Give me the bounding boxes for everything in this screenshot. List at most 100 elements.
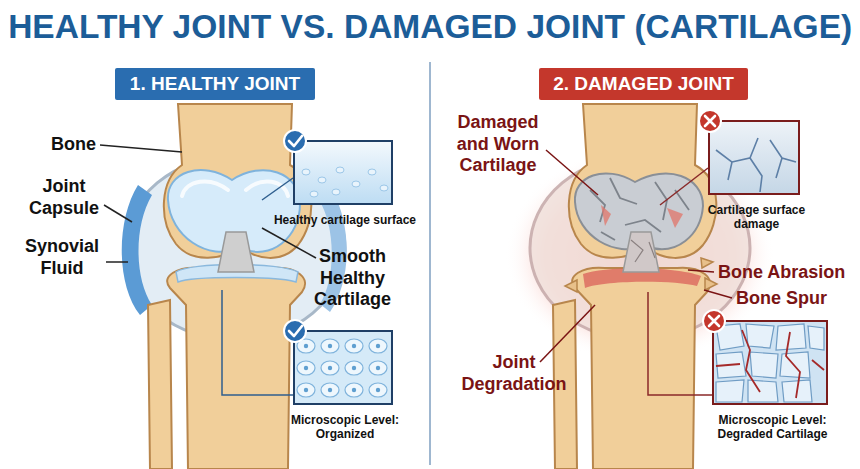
illustration-path xyxy=(705,116,715,126)
illustration-path xyxy=(716,324,744,350)
illustration-circle xyxy=(284,130,306,152)
inset-caption: Microscopic Level: Organized xyxy=(280,413,410,442)
illustration-circle xyxy=(376,388,380,392)
illustration-circle xyxy=(376,344,380,348)
illustration-path xyxy=(716,330,824,398)
illustration-path xyxy=(776,324,806,350)
illustration-ellipse xyxy=(345,361,363,375)
illustration-path xyxy=(289,136,302,146)
illustration-ellipse xyxy=(332,189,340,195)
illustration-rect xyxy=(712,320,828,405)
illustration-ellipse xyxy=(336,167,344,173)
illustration-ellipse xyxy=(345,339,363,353)
part-label: Bone xyxy=(36,134,96,156)
part-label: Joint Capsule xyxy=(20,176,108,219)
illustration-ellipse xyxy=(297,361,315,375)
inset-box: Microscopic Level: Degraded Cartilage xyxy=(712,320,828,405)
part-label: Damaged and Worn Cartilage xyxy=(446,112,550,177)
damaged-leaders xyxy=(540,150,732,362)
illustration-path xyxy=(565,280,577,292)
illustration-circle xyxy=(328,388,332,392)
illustration-g xyxy=(284,110,725,342)
illustration-ellipse xyxy=(302,169,310,175)
illustration-path xyxy=(246,181,288,196)
illustration-line xyxy=(429,62,431,465)
illustration-path xyxy=(623,232,659,272)
illustration-path xyxy=(601,205,611,226)
illustration-line xyxy=(100,145,182,152)
illustration-ellipse xyxy=(310,191,318,197)
illustration-path xyxy=(218,232,254,272)
illustration-ellipse xyxy=(352,181,360,187)
inset-caption: Microscopic Level: Degraded Cartilage xyxy=(705,413,840,442)
illustration-ellipse xyxy=(369,339,387,353)
illustration-path xyxy=(716,380,744,402)
illustration-circle xyxy=(352,366,356,370)
illustration-circle xyxy=(284,320,306,342)
illustration-ellipse xyxy=(321,339,339,353)
diagram-title: HEALTHY JOINT VS. DAMAGED JOINT (CARTILA… xyxy=(8,6,852,46)
illustration-ellipse xyxy=(318,177,326,183)
illustration-line xyxy=(660,168,708,205)
panel-header-text: 1. HEALTHY JOINT xyxy=(130,68,300,100)
illustration-path xyxy=(590,178,689,240)
inset-caption: Healthy cartilage surface xyxy=(270,213,420,227)
illustration-rect xyxy=(293,140,393,205)
illustration-ellipse xyxy=(369,361,387,375)
illustration-path xyxy=(748,380,778,402)
illustration-line xyxy=(540,305,595,362)
illustration-circle xyxy=(304,344,308,348)
illustration-ellipse xyxy=(321,361,339,375)
illustration-path xyxy=(746,324,774,348)
panel-header: 2. DAMAGED JOINT xyxy=(539,68,748,100)
illustration-path xyxy=(701,258,713,268)
illustration-path xyxy=(572,268,710,469)
illustration-line xyxy=(546,150,598,195)
illustration-path xyxy=(631,240,655,262)
illustration-polyline xyxy=(648,292,712,395)
illustration-circle xyxy=(304,388,308,392)
illustration-g xyxy=(297,339,387,397)
illustration-g xyxy=(716,324,824,402)
illustration-circle xyxy=(699,110,721,132)
illustration-g xyxy=(304,344,380,392)
illustration-path xyxy=(182,181,228,196)
illustration-line xyxy=(104,205,132,222)
illustration-path xyxy=(808,326,824,350)
healthy-leaders xyxy=(100,145,316,262)
illustration-circle xyxy=(328,366,332,370)
illustration-circle xyxy=(352,344,356,348)
illustration-path xyxy=(709,316,719,326)
illustration-ellipse xyxy=(345,383,363,397)
illustration-path xyxy=(716,138,796,192)
illustration-ellipse xyxy=(368,169,376,175)
illustration-polyline xyxy=(222,290,293,395)
illustration-circle xyxy=(352,388,356,392)
illustration-circle xyxy=(703,310,725,332)
illustration-path xyxy=(705,278,717,290)
panel-header: 1. HEALTHY JOINT xyxy=(115,68,315,100)
illustration-path xyxy=(750,352,778,378)
illustration-line xyxy=(262,228,316,258)
part-label: Joint Degradation xyxy=(458,352,570,395)
illustration-path xyxy=(167,268,305,469)
illustration-ellipse xyxy=(369,383,387,397)
inset-box: Cartilage surface damage xyxy=(708,120,800,195)
illustration-path xyxy=(148,300,172,469)
illustration-line xyxy=(704,290,732,298)
illustration-line xyxy=(262,178,293,200)
illustration-ellipse xyxy=(297,339,315,353)
illustration-rect xyxy=(708,120,800,195)
part-label: Smooth Healthy Cartilage xyxy=(300,246,405,311)
inset-box: Microscopic Level: Organized xyxy=(293,330,393,405)
inset-box: Healthy cartilage surface xyxy=(293,140,393,205)
illustration-ellipse xyxy=(380,185,388,191)
inset-caption: Cartilage surface damage xyxy=(699,203,814,232)
part-label: Synovial Fluid xyxy=(14,236,110,279)
title-bar: HEALTHY JOINT VS. DAMAGED JOINT (CARTILA… xyxy=(0,6,860,46)
part-label: Bone Spur xyxy=(736,288,854,310)
illustration-ellipse xyxy=(297,383,315,397)
illustration-g xyxy=(302,167,388,197)
